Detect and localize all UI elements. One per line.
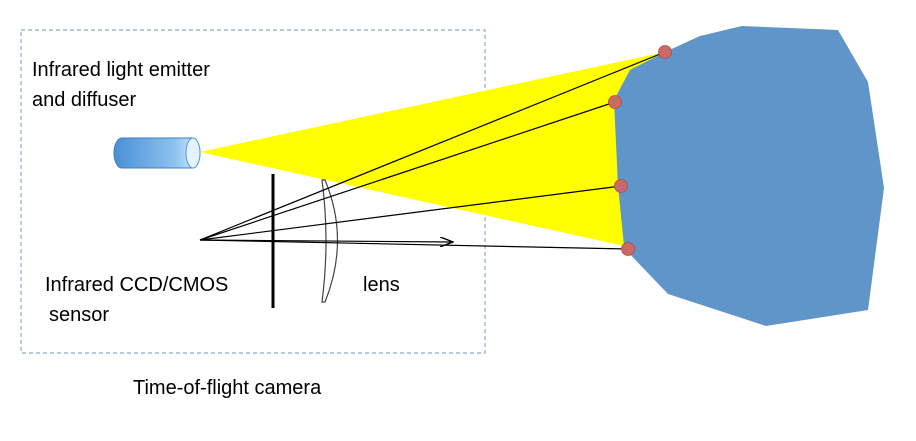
emitter-icon [113, 137, 201, 169]
lens-label: lens [363, 274, 400, 296]
reflection-point [658, 45, 672, 59]
reflection-point [614, 179, 628, 193]
reflection-point [621, 242, 635, 256]
light-beam [200, 52, 665, 246]
reflected-rays [199, 51, 666, 250]
reflection-point [608, 95, 622, 109]
camera-caption: Time-of-flight camera [133, 377, 322, 399]
emitter-label-line2: and diffuser [32, 89, 136, 111]
emitter-label-line1: Infrared light emitter [32, 59, 210, 81]
sensor-label-line2: sensor [49, 304, 109, 326]
sensor-label-line1: Infrared CCD/CMOS [45, 274, 228, 296]
target-object [610, 26, 884, 326]
optical-axis-arrow [199, 240, 452, 242]
